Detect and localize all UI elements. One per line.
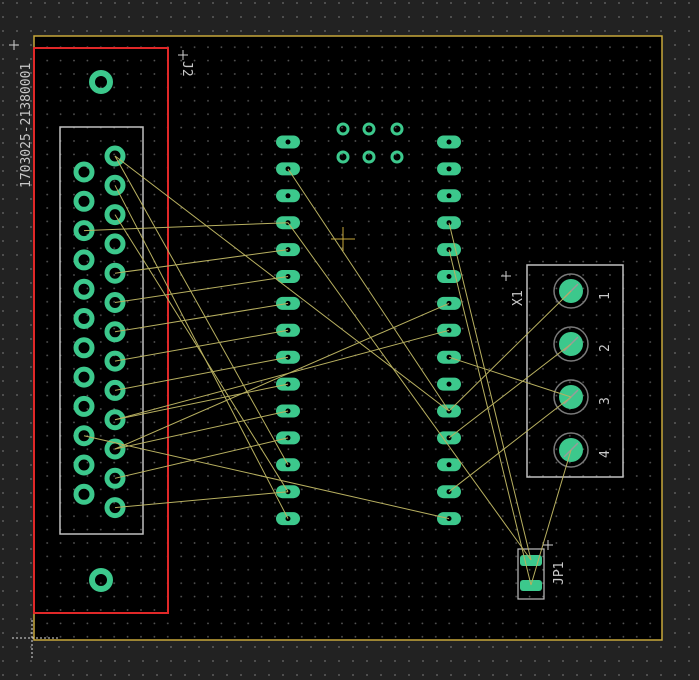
airwire (114, 410, 289, 450)
airwire (114, 214, 289, 492)
dsub-pad[interactable] (73, 454, 95, 476)
dsub-pad[interactable] (104, 409, 126, 431)
header-pin-label-3: 3 (598, 397, 613, 405)
jumper-name-label: JP1 (552, 562, 567, 585)
dip-drill (446, 381, 452, 387)
dsub-pad[interactable] (73, 366, 95, 388)
airwires (83, 155, 572, 586)
airwire (114, 491, 289, 509)
dsub-keepout (33, 47, 169, 614)
airwire (448, 343, 572, 439)
header-x1[interactable] (526, 264, 624, 478)
dsub-pad[interactable] (73, 190, 95, 212)
dip-drill (446, 139, 452, 145)
dsub-pad[interactable] (104, 497, 126, 519)
airwire (448, 290, 572, 412)
mounting-hole-bottom[interactable] (89, 568, 113, 592)
airwire (83, 435, 450, 520)
dsub-pad[interactable] (73, 337, 95, 359)
header-pad-ring (553, 326, 589, 362)
via[interactable] (336, 150, 350, 164)
airwire (448, 356, 572, 398)
via[interactable] (362, 122, 376, 136)
via[interactable] (390, 150, 404, 164)
dsub-pad[interactable] (73, 483, 95, 505)
jumper-outline (517, 548, 545, 600)
dip-drill (285, 193, 291, 199)
airwire (114, 249, 289, 274)
dsub-value-label: 1703025-21380001 (19, 63, 34, 188)
header-pad-ring (553, 379, 589, 415)
dsub-pad[interactable] (104, 292, 126, 313)
airwire (114, 302, 289, 333)
dsub-pad[interactable] (104, 350, 126, 372)
dip-drill (446, 462, 452, 468)
dsub-pad[interactable] (104, 321, 126, 343)
dsub-pad[interactable] (104, 233, 126, 255)
dsub-pad[interactable] (73, 161, 95, 183)
via[interactable] (362, 150, 376, 164)
airwire (448, 396, 572, 493)
dip-drill (446, 193, 452, 199)
via[interactable] (336, 122, 350, 136)
airwire (114, 155, 289, 466)
header-pad-ring (553, 432, 589, 468)
dsub-name-label: J2 (179, 61, 194, 77)
airwire (114, 383, 289, 421)
header-name-label: X1 (511, 290, 526, 306)
dsub-pad[interactable] (73, 278, 95, 300)
origin-crosses (9, 40, 553, 550)
silkscreen-labels: 1703025-21380001 J2 X1 1 2 3 4 JP1 (19, 61, 613, 585)
airwire (114, 329, 450, 421)
airwire (114, 185, 289, 519)
dsub-pad[interactable] (104, 204, 126, 226)
airwire (83, 222, 289, 232)
origin-marker (12, 620, 60, 660)
header-pin-label-4: 4 (598, 450, 613, 458)
airwire (114, 329, 289, 362)
dsub-pad[interactable] (104, 145, 126, 167)
via-group[interactable] (336, 122, 404, 164)
jumper-pad-2[interactable] (520, 580, 542, 591)
dsub-pad[interactable] (73, 395, 95, 417)
airwire (448, 249, 532, 586)
dsub-pad[interactable] (104, 379, 126, 401)
dsub-connector-j2[interactable] (33, 47, 169, 614)
header-pin-label-2: 2 (598, 344, 613, 352)
dip-drill (446, 166, 452, 172)
airwire (287, 168, 450, 412)
header-outline (526, 264, 624, 478)
dsub-pad[interactable] (104, 174, 126, 196)
dsub-body-outline (59, 126, 144, 535)
dip-chip-pads[interactable] (276, 135, 461, 526)
header-pad-ring (553, 273, 589, 309)
via[interactable] (390, 122, 404, 136)
airwire (448, 222, 532, 561)
dsub-pad[interactable] (73, 249, 95, 271)
mounting-hole-top[interactable] (89, 70, 113, 94)
dsub-pads[interactable] (73, 145, 126, 519)
dsub-pad[interactable] (104, 467, 126, 489)
dsub-pad[interactable] (73, 308, 95, 329)
dip-drill (285, 139, 291, 145)
dsub-pad[interactable] (104, 438, 126, 460)
airwire (114, 356, 289, 391)
header-pin-label-1: 1 (598, 292, 613, 300)
airwire (114, 276, 289, 303)
board-grid (34, 36, 662, 640)
dsub-pad[interactable] (104, 262, 126, 284)
dsub-pad[interactable] (73, 425, 95, 447)
airwire (287, 222, 532, 561)
dip-drill (446, 274, 452, 279)
airwire (530, 449, 572, 586)
